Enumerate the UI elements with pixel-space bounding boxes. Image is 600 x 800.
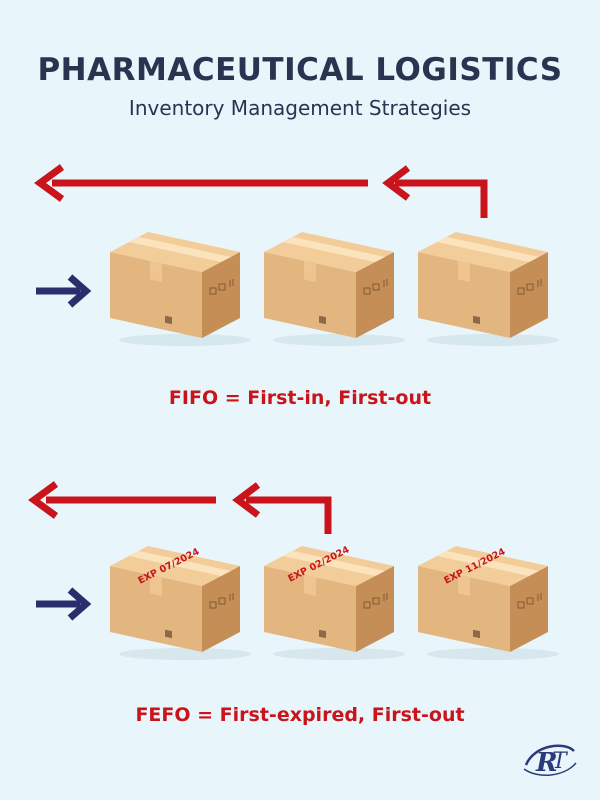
fefo-box-2: EXP 02/2024 <box>263 544 406 661</box>
fifo-outgoing-arrow <box>34 164 488 218</box>
fifo-incoming-arrow <box>36 274 92 308</box>
fefo-outgoing-arrow <box>28 481 332 534</box>
svg-text:R: R <box>535 748 558 778</box>
svg-text:T: T <box>552 749 569 774</box>
arrow-right-icon <box>67 274 92 308</box>
rt-logo-icon: R T <box>523 744 577 778</box>
fifo-box-3 <box>417 231 560 347</box>
cardboard-box-icon <box>263 545 406 661</box>
fifo-box-1 <box>109 231 252 347</box>
fefo-box-3: EXP 11/2024 <box>417 545 560 661</box>
fefo-caption: FEFO = First-expired, First-out <box>135 704 465 726</box>
cardboard-box-icon <box>417 231 560 347</box>
page-subtitle: Inventory Management Strategies <box>128 96 472 120</box>
cardboard-box-icon <box>109 231 252 347</box>
arrow-right-icon <box>67 587 92 621</box>
fefo-box-1: EXP 07/2024 <box>109 545 252 661</box>
fifo-box-2 <box>263 231 406 347</box>
fifo-caption: FIFO = First-in, First-out <box>168 387 432 409</box>
cardboard-box-icon <box>263 231 406 347</box>
fefo-incoming-arrow <box>36 587 92 621</box>
page-title: PHARMACEUTICAL LOGISTICS <box>37 52 563 88</box>
